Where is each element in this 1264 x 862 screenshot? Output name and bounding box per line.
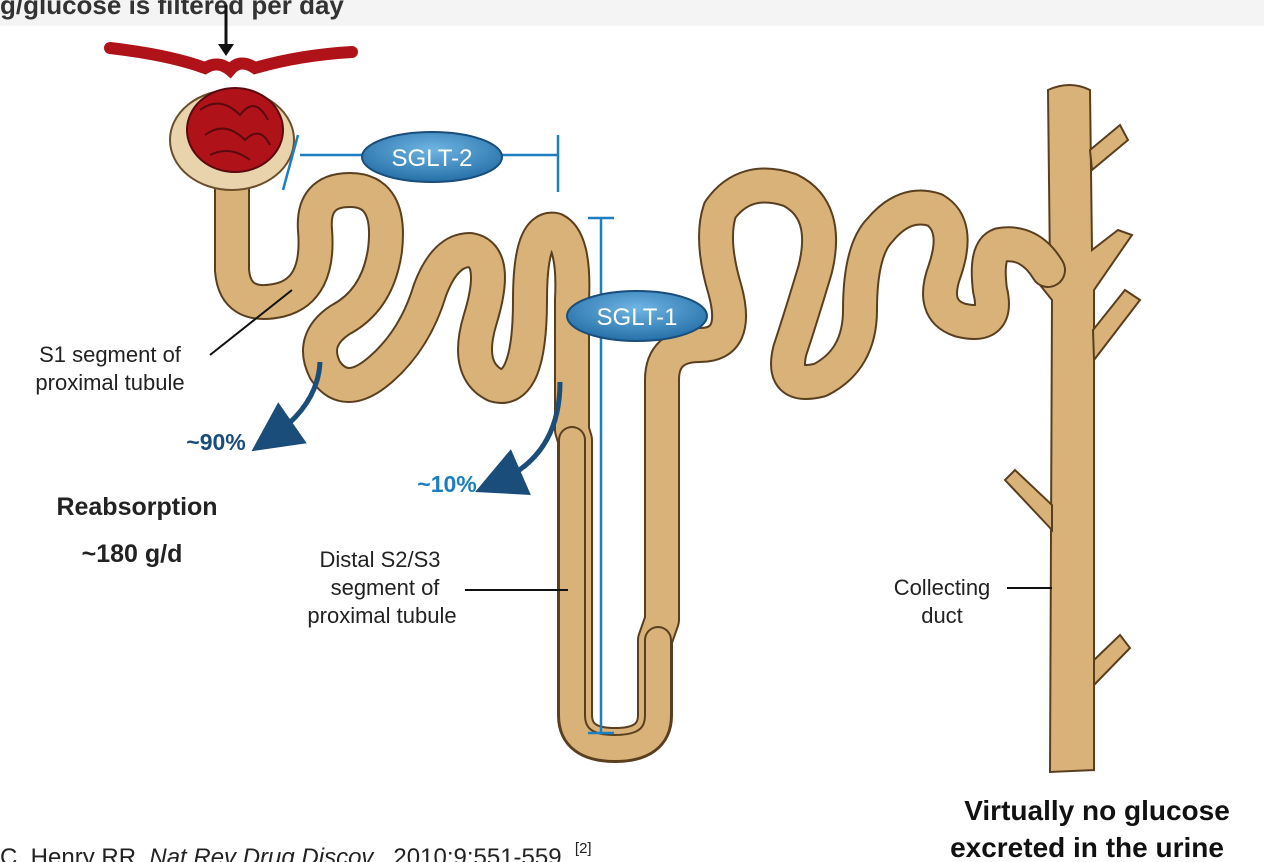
pct-10-label: ~10% <box>417 471 476 497</box>
citation: C, Henry RR. Nat Rev Drug Discov . 2010;… <box>0 840 592 862</box>
collecting-duct <box>1005 85 1140 772</box>
sglt2-badge: SGLT-2 <box>362 132 502 182</box>
reabsorption-label: Reabsorption <box>56 493 217 521</box>
citation-journal: Nat Rev Drug Discov <box>149 844 375 862</box>
citation-details: . 2010;9:551-559. <box>380 844 568 862</box>
citation-ref: [2] <box>575 840 592 857</box>
urine-label-line2: excreted in the urine <box>950 832 1224 862</box>
glomerulus <box>110 5 352 190</box>
citation-prefix: C, Henry RR. <box>0 844 143 862</box>
distal-label-line2: segment of <box>331 575 441 600</box>
urine-label-line1: Virtually no glucose <box>964 795 1230 826</box>
distal-label-line3: proximal tubule <box>307 603 456 628</box>
pct-90-label: ~90% <box>186 429 245 455</box>
reabsorption-amount: ~180 g/d <box>82 540 183 568</box>
sglt2-label: SGLT-2 <box>392 145 473 172</box>
distal-label-line1: Distal S2/S3 <box>319 547 440 572</box>
collecting-label-line2: duct <box>921 603 963 628</box>
sglt1-badge: SGLT-1 <box>567 291 707 341</box>
s1-label-line2: proximal tubule <box>35 370 184 395</box>
sglt1-label: SGLT-1 <box>597 304 678 331</box>
collecting-label-line1: Collecting <box>894 575 991 600</box>
header-text: g/glucose is filtered per day <box>0 0 344 20</box>
nephron-tubule <box>232 185 1048 745</box>
s1-label-line1: S1 segment of <box>39 342 182 367</box>
